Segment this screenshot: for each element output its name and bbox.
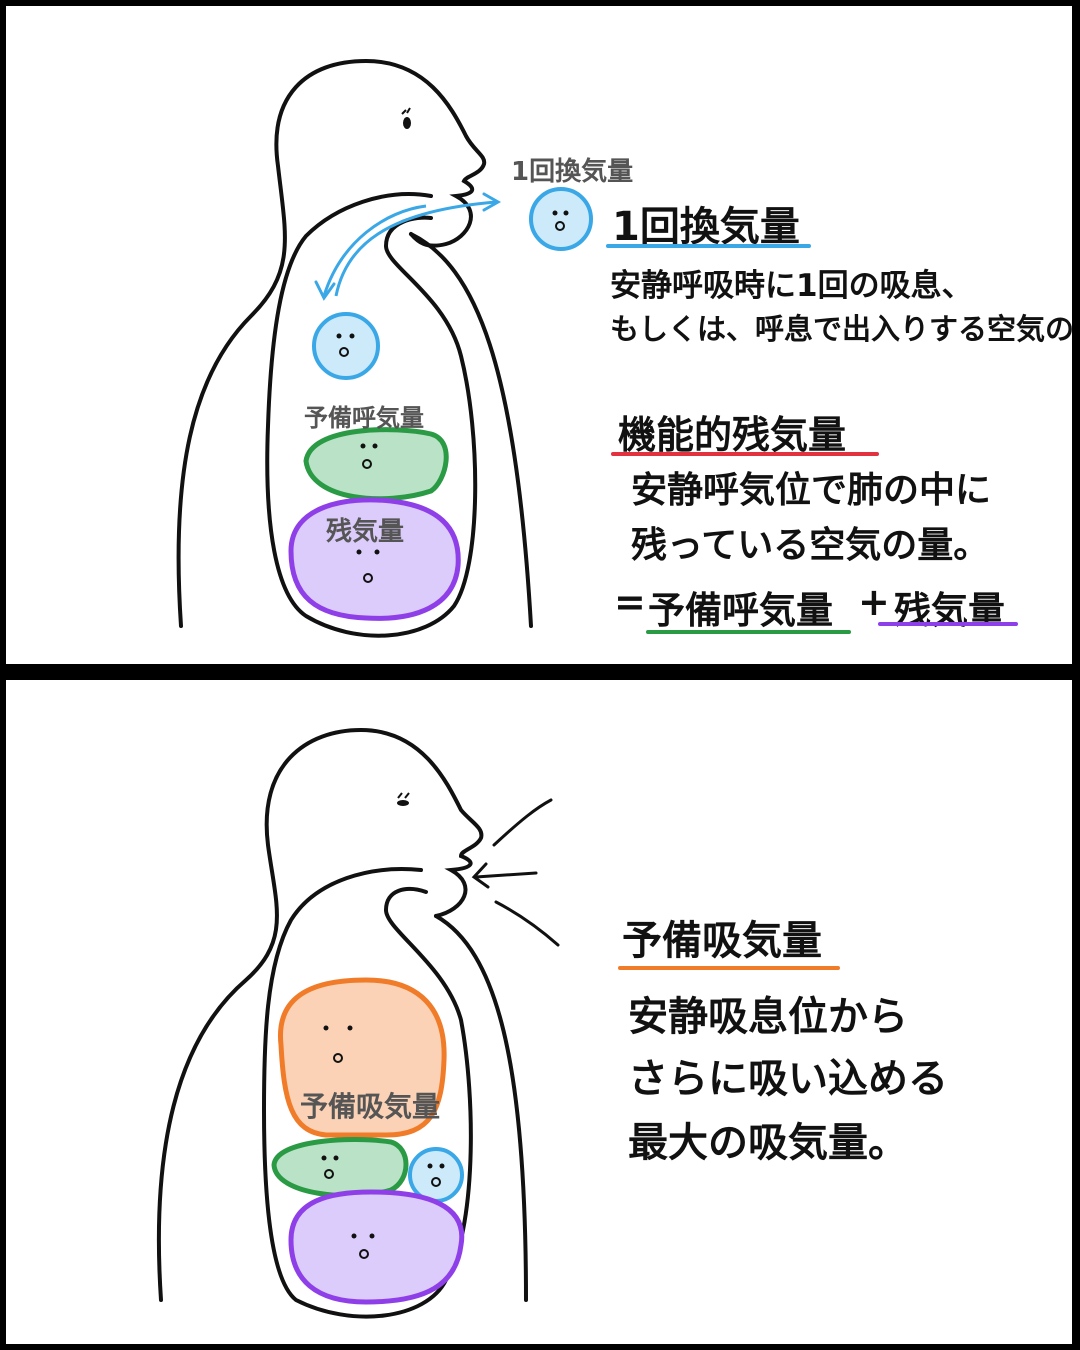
frc-description-line2: 残っている空気の量。 xyxy=(631,525,990,566)
eye-icon xyxy=(401,107,411,129)
figure-body-bottom xyxy=(156,727,560,1319)
frc-equation-equals: = xyxy=(614,580,646,624)
expiratory-reserve-blob xyxy=(271,1137,409,1199)
airway-outline xyxy=(261,867,473,1319)
body-outline-right xyxy=(434,914,528,1302)
figure-body-top xyxy=(176,58,593,638)
underline-erv xyxy=(646,630,851,634)
figure-label-erv: 予備呼気量 xyxy=(304,404,424,432)
residual-volume-blob xyxy=(288,497,461,621)
panel-irv: 予備吸気量 予備吸気量 安静吸息位から さらに吸い込める 最大の吸気量。 xyxy=(6,680,1072,1344)
frc-equation-term1: 予備呼気量 xyxy=(648,589,833,632)
underline-irv xyxy=(618,966,840,970)
figure-label-tidal: 1回換気量 xyxy=(511,157,634,187)
residual-volume-blob xyxy=(288,1189,465,1305)
body-outline-right xyxy=(409,232,533,628)
underline-tidal xyxy=(606,244,811,248)
irv-description-line2: さらに吸い込める xyxy=(628,1056,948,1102)
frc-description-line1: 安静呼気位で肺の中に xyxy=(631,470,992,511)
arrow-exhale xyxy=(334,200,497,297)
inspiratory-reserve-blob xyxy=(277,977,447,1138)
underline-rv xyxy=(878,622,1018,626)
eye-icon xyxy=(397,792,410,806)
figure-label-irv: 予備吸気量 xyxy=(300,1090,441,1123)
airway-outline xyxy=(265,192,478,638)
tidal-description-line1: 安静呼吸時に1回の吸息、 xyxy=(610,268,973,304)
body-outline xyxy=(176,58,487,628)
tidal-description-line2: もしくは、呼息で出入りする空気の量。 xyxy=(610,312,1072,346)
underline-frc xyxy=(611,452,879,456)
expiratory-reserve-blob xyxy=(303,427,449,502)
tidal-volume-blob xyxy=(408,1147,464,1203)
irv-description-line3: 最大の吸気量。 xyxy=(628,1120,908,1166)
inhale-wind-icon xyxy=(471,798,560,947)
figure-label-rv: 残気量 xyxy=(326,517,405,547)
panel-tidal-and-frc: 1回換気量 予備呼気量 残気量 1回換気量 安静呼吸時に1回の吸息、 もしくは、… xyxy=(6,6,1072,664)
arrow-inhale xyxy=(322,204,427,297)
frc-equation-plus: + xyxy=(858,580,890,624)
heading-tidal-volume: 1回換気量 xyxy=(612,204,800,250)
irv-description-line1: 安静吸息位から xyxy=(628,994,908,1040)
heading-frc: 機能的残気量 xyxy=(618,413,847,457)
tidal-volume-blob-outside xyxy=(529,187,593,251)
body-outline xyxy=(156,727,484,1302)
tidal-volume-blob-inside xyxy=(312,312,380,380)
heading-irv: 予備吸気量 xyxy=(622,918,822,964)
